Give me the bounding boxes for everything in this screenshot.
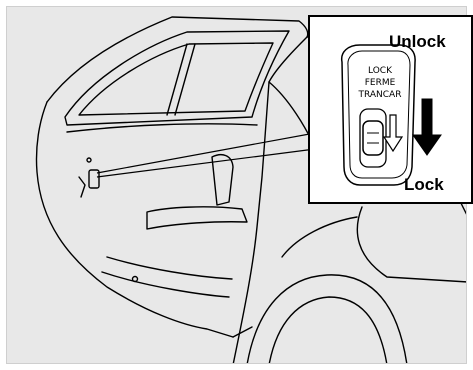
door-panel-top (67, 124, 257, 132)
door-latch-bolt (87, 158, 91, 162)
unlock-label: Unlock (389, 32, 446, 52)
arrow-down-icon (413, 99, 441, 155)
switch-label-trancar: TRANCAR (358, 90, 402, 100)
sill (233, 327, 252, 337)
window-frame-inner (79, 43, 273, 115)
body-line-2 (282, 217, 357, 257)
switch-label-ferme: FERME (365, 78, 396, 88)
lock-label: Lock (404, 175, 444, 195)
window-divider-2 (175, 44, 195, 115)
wheel-arch (247, 275, 407, 364)
switch-lever[interactable] (363, 121, 383, 155)
switch-label-lock: LOCK (368, 66, 393, 76)
door-hinge-bolt (133, 277, 138, 282)
door-outline (47, 17, 308, 364)
armrest (147, 207, 247, 229)
window-divider (167, 44, 187, 115)
door-pocket-2 (102, 272, 229, 297)
door-latch (79, 177, 85, 197)
door-edge (36, 102, 233, 337)
quarter-panel (357, 207, 467, 282)
wheel-arch-inner (269, 297, 387, 364)
door-pocket (107, 257, 232, 279)
